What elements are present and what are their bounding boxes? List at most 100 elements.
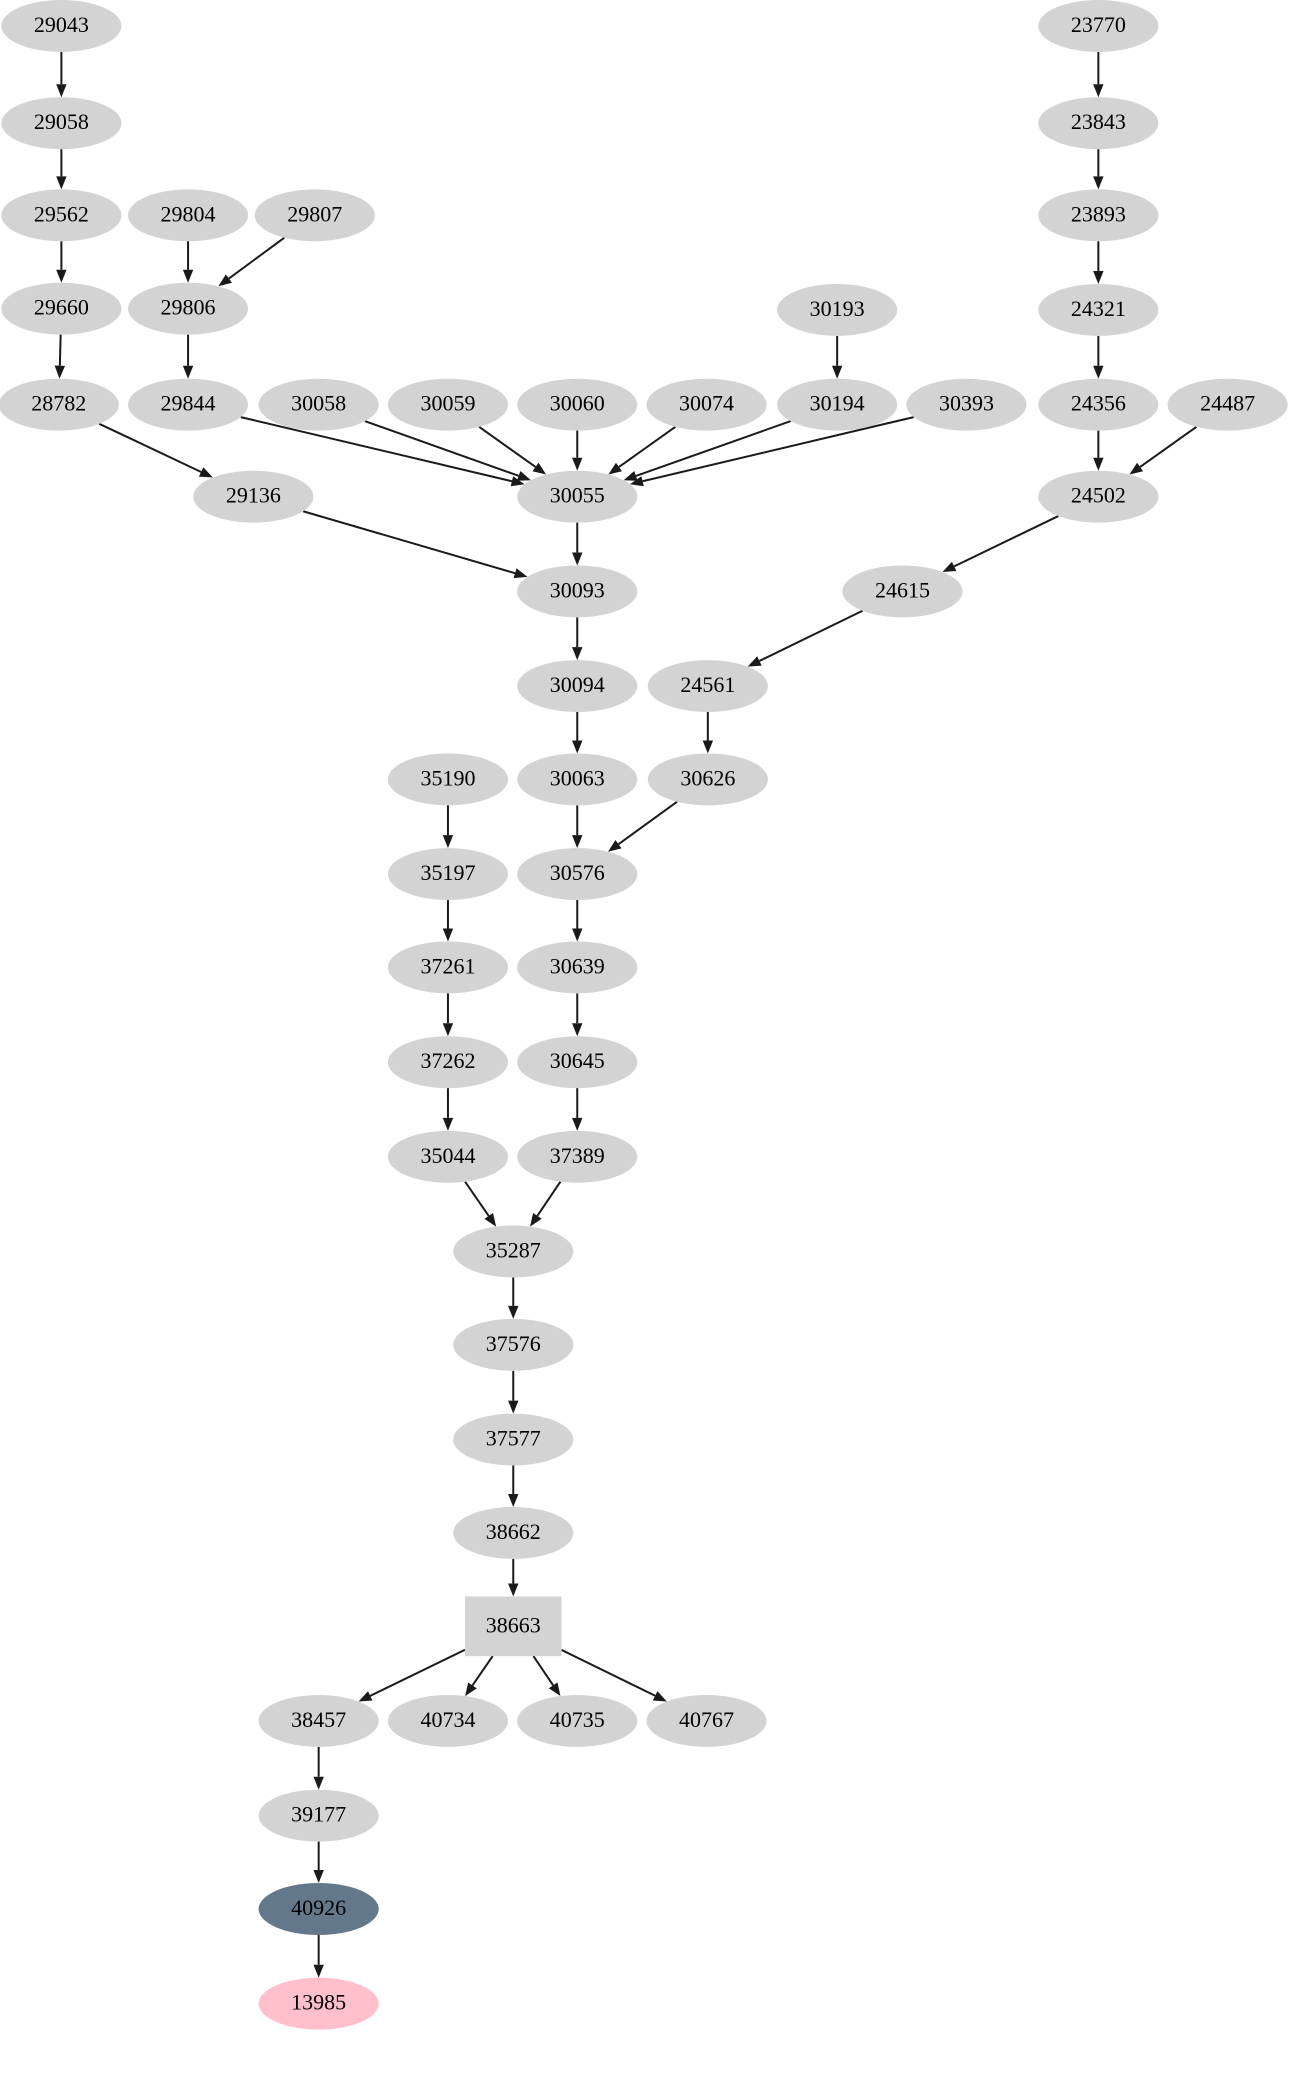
- graph-node-29562[interactable]: 29562: [1, 189, 122, 242]
- graph-node-37577[interactable]: 37577: [453, 1413, 574, 1466]
- graph-node-35197[interactable]: 35197: [387, 848, 509, 901]
- node-ellipse[interactable]: [646, 378, 767, 431]
- node-ellipse[interactable]: [193, 470, 314, 523]
- graph-node-40734[interactable]: 40734: [387, 1695, 509, 1747]
- graph-node-40735[interactable]: 40735: [517, 1695, 638, 1747]
- node-ellipse[interactable]: [1038, 284, 1159, 336]
- node-ellipse[interactable]: [517, 1695, 638, 1747]
- graph-node-37262[interactable]: 37262: [387, 1036, 509, 1089]
- node-ellipse[interactable]: [387, 753, 509, 806]
- node-ellipse[interactable]: [517, 565, 638, 618]
- node-ellipse[interactable]: [453, 1225, 574, 1278]
- node-ellipse[interactable]: [517, 1130, 638, 1183]
- node-ellipse[interactable]: [1, 189, 122, 242]
- graph-node-35044[interactable]: 35044: [387, 1130, 509, 1183]
- node-ellipse[interactable]: [906, 378, 1027, 431]
- graph-node-30093[interactable]: 30093: [517, 565, 638, 618]
- graph-node-40926[interactable]: 40926: [258, 1883, 379, 1935]
- graph-node-35190[interactable]: 35190: [387, 753, 509, 806]
- graph-node-30058[interactable]: 30058: [258, 378, 379, 431]
- node-ellipse[interactable]: [777, 378, 898, 431]
- graph-node-30645[interactable]: 30645: [517, 1036, 638, 1089]
- node-ellipse[interactable]: [517, 378, 638, 431]
- graph-node-23893[interactable]: 23893: [1038, 189, 1159, 242]
- node-ellipse[interactable]: [1038, 0, 1159, 52]
- node-ellipse[interactable]: [517, 941, 638, 994]
- node-ellipse[interactable]: [517, 753, 638, 806]
- node-ellipse[interactable]: [254, 189, 375, 242]
- node-ellipse[interactable]: [1038, 470, 1159, 523]
- graph-node-30063[interactable]: 30063: [517, 753, 638, 806]
- graph-node-29804[interactable]: 29804: [127, 189, 249, 242]
- graph-node-24561[interactable]: 24561: [647, 660, 768, 712]
- node-ellipse[interactable]: [453, 1506, 574, 1559]
- node-ellipse[interactable]: [387, 378, 509, 431]
- node-ellipse[interactable]: [646, 1695, 767, 1747]
- node-ellipse[interactable]: [387, 941, 509, 994]
- graph-node-30094[interactable]: 30094: [517, 660, 638, 712]
- node-rect[interactable]: [464, 1596, 562, 1657]
- node-ellipse[interactable]: [517, 470, 638, 523]
- graph-node-30055[interactable]: 30055: [517, 470, 638, 523]
- node-ellipse[interactable]: [0, 378, 119, 431]
- graph-node-23770[interactable]: 23770: [1038, 0, 1159, 52]
- node-ellipse[interactable]: [517, 1036, 638, 1089]
- graph-node-37261[interactable]: 37261: [387, 941, 509, 994]
- node-ellipse[interactable]: [258, 1695, 379, 1747]
- node-ellipse[interactable]: [777, 284, 898, 336]
- node-ellipse[interactable]: [1, 97, 122, 150]
- node-ellipse[interactable]: [1167, 378, 1288, 431]
- node-ellipse[interactable]: [1, 282, 122, 335]
- node-ellipse[interactable]: [127, 282, 249, 335]
- node-ellipse[interactable]: [387, 1695, 509, 1747]
- node-ellipse[interactable]: [517, 660, 638, 712]
- graph-node-24356[interactable]: 24356: [1038, 378, 1159, 431]
- graph-node-24487[interactable]: 24487: [1167, 378, 1288, 431]
- graph-node-37576[interactable]: 37576: [453, 1318, 574, 1371]
- graph-node-24502[interactable]: 24502: [1038, 470, 1159, 523]
- graph-node-30060[interactable]: 30060: [517, 378, 638, 431]
- node-ellipse[interactable]: [1038, 189, 1159, 242]
- graph-node-30059[interactable]: 30059: [387, 378, 509, 431]
- graph-node-30639[interactable]: 30639: [517, 941, 638, 994]
- graph-node-37389[interactable]: 37389: [517, 1130, 638, 1183]
- node-ellipse[interactable]: [387, 1130, 509, 1183]
- graph-node-40767[interactable]: 40767: [646, 1695, 767, 1747]
- graph-node-29806[interactable]: 29806: [127, 282, 249, 335]
- node-ellipse[interactable]: [387, 848, 509, 901]
- graph-node-29043[interactable]: 29043: [1, 0, 122, 52]
- node-ellipse[interactable]: [1, 0, 122, 52]
- graph-node-30393[interactable]: 30393: [906, 378, 1027, 431]
- graph-node-39177[interactable]: 39177: [258, 1789, 379, 1842]
- node-ellipse[interactable]: [127, 378, 249, 431]
- graph-node-30194[interactable]: 30194: [777, 378, 898, 431]
- graph-node-23843[interactable]: 23843: [1038, 97, 1159, 150]
- node-ellipse[interactable]: [517, 848, 638, 901]
- node-ellipse[interactable]: [1038, 97, 1159, 150]
- graph-node-30626[interactable]: 30626: [647, 753, 768, 806]
- graph-node-38663[interactable]: 38663: [464, 1596, 562, 1657]
- graph-node-24321[interactable]: 24321: [1038, 284, 1159, 336]
- graph-node-29844[interactable]: 29844: [127, 378, 249, 431]
- graph-node-30074[interactable]: 30074: [646, 378, 767, 431]
- graph-node-24615[interactable]: 24615: [842, 565, 963, 618]
- graph-node-29136[interactable]: 29136: [193, 470, 314, 523]
- node-ellipse[interactable]: [258, 1883, 379, 1935]
- graph-node-13985[interactable]: 13985: [258, 1977, 379, 2030]
- graph-node-38662[interactable]: 38662: [453, 1506, 574, 1559]
- graph-node-29807[interactable]: 29807: [254, 189, 375, 242]
- graph-node-29058[interactable]: 29058: [1, 97, 122, 150]
- node-ellipse[interactable]: [258, 378, 379, 431]
- graph-node-30193[interactable]: 30193: [777, 284, 898, 336]
- node-ellipse[interactable]: [647, 753, 768, 806]
- node-ellipse[interactable]: [647, 660, 768, 712]
- node-ellipse[interactable]: [842, 565, 963, 618]
- graph-node-28782[interactable]: 28782: [0, 378, 119, 431]
- node-ellipse[interactable]: [258, 1977, 379, 2030]
- node-ellipse[interactable]: [453, 1318, 574, 1371]
- node-ellipse[interactable]: [453, 1413, 574, 1466]
- graph-node-35287[interactable]: 35287: [453, 1225, 574, 1278]
- node-ellipse[interactable]: [1038, 378, 1159, 431]
- graph-node-38457[interactable]: 38457: [258, 1695, 379, 1747]
- graph-node-29660[interactable]: 29660: [1, 282, 122, 335]
